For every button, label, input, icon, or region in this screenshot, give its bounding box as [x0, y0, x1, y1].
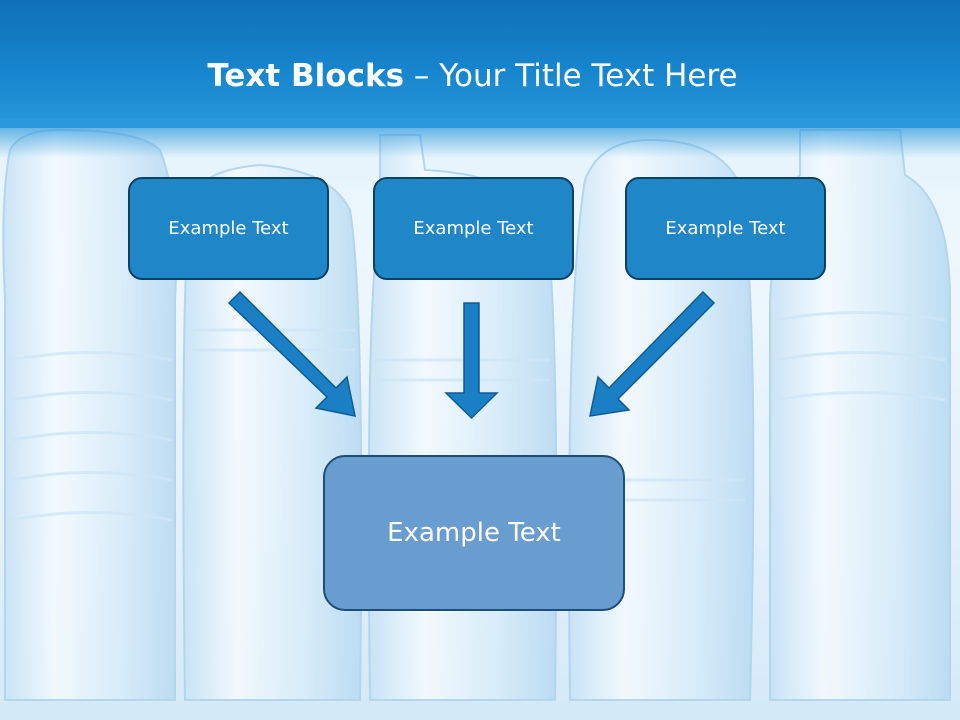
center-text-block-label: Example Text	[387, 518, 561, 548]
text-block-2-label: Example Text	[413, 218, 534, 239]
text-block-3-label: Example Text	[665, 218, 786, 239]
arrow-left	[227, 290, 356, 417]
title-dash: –	[404, 58, 440, 94]
title-rest: Your Title Text Here	[439, 58, 738, 94]
text-block-2[interactable]: Example Text	[373, 177, 574, 280]
title-bold: Text Blocks	[207, 58, 405, 94]
arrow-center	[444, 302, 499, 420]
text-block-3[interactable]: Example Text	[625, 177, 826, 280]
slide-title: Text Blocks – Your Title Text Here	[0, 56, 945, 96]
header-fade	[0, 118, 960, 158]
header-bar	[0, 0, 960, 128]
text-block-1[interactable]: Example Text	[128, 177, 329, 280]
text-block-1-label: Example Text	[168, 218, 289, 239]
arrow-right	[589, 290, 716, 417]
center-text-block[interactable]: Example Text	[323, 455, 625, 611]
